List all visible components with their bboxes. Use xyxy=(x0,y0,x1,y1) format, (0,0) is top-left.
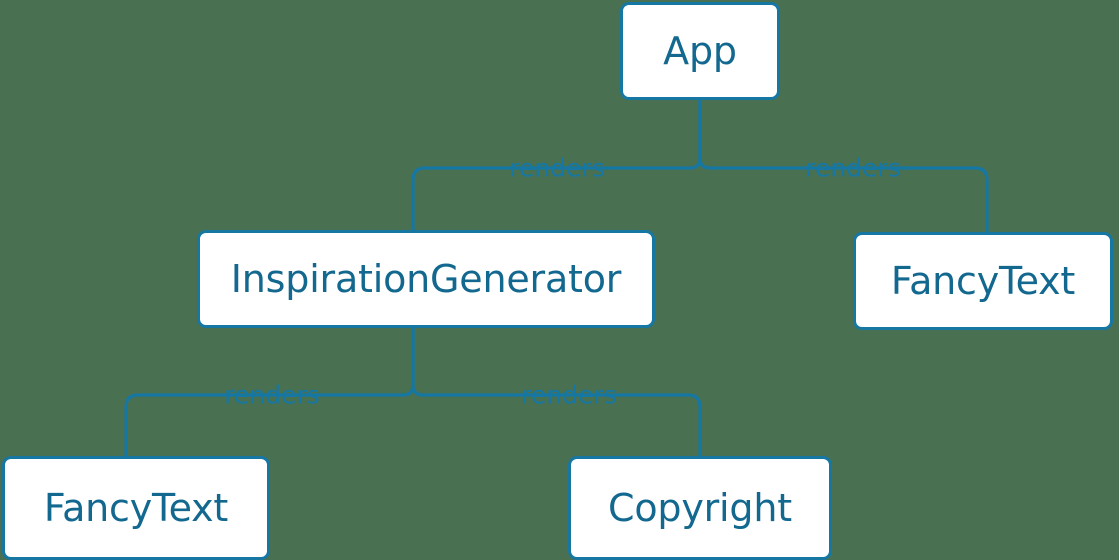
node-inspiration-generator-label: InspirationGenerator xyxy=(230,257,622,301)
node-copyright[interactable]: Copyright xyxy=(568,456,832,560)
edge-label-app-to-fancy-text-right: renders xyxy=(805,153,901,183)
node-fancy-text-bottom-label: FancyText xyxy=(43,486,229,530)
edge-app-to-fancy-text-right xyxy=(698,100,989,232)
edge-inspiration-generator-to-copyright xyxy=(411,328,702,456)
node-fancy-text-right-label: FancyText xyxy=(890,259,1076,303)
edge-label-inspiration-generator-to-fancy-text-bottom: renders xyxy=(224,380,320,410)
node-app[interactable]: App xyxy=(620,2,780,100)
node-fancy-text-bottom[interactable]: FancyText xyxy=(2,456,270,560)
edge-label-inspiration-generator-to-copyright: renders xyxy=(521,380,617,410)
node-fancy-text-right[interactable]: FancyText xyxy=(853,232,1113,330)
node-inspiration-generator[interactable]: InspirationGenerator xyxy=(197,230,655,328)
edge-label-app-to-inspiration-generator: renders xyxy=(509,153,605,183)
node-app-label: App xyxy=(663,29,737,73)
node-copyright-label: Copyright xyxy=(608,486,792,530)
